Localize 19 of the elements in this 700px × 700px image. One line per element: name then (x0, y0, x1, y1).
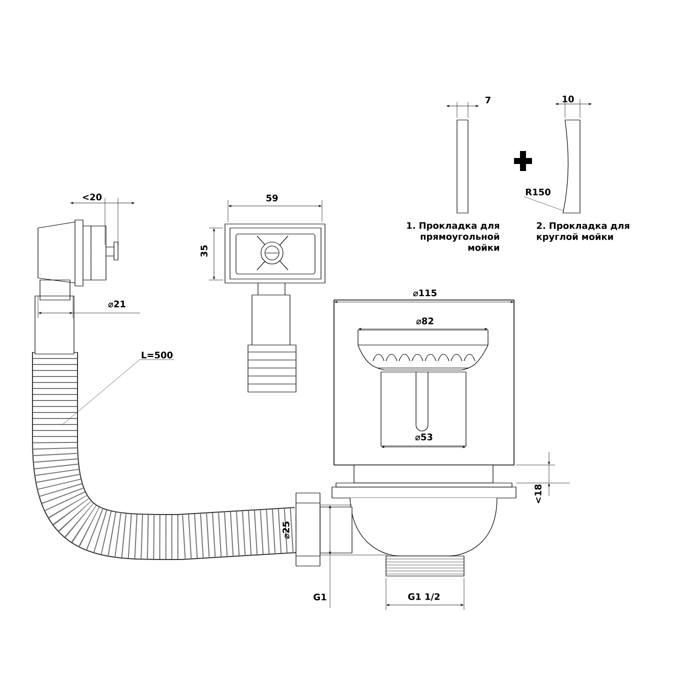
dimension-label: ⌀53 (415, 434, 432, 440)
dimension-label: G1 (314, 594, 326, 600)
dimension-label: 59 (266, 194, 278, 202)
dimension-label: 7 (485, 96, 490, 104)
gasket-caption: 2. Прокладка для круглой мойки (536, 222, 630, 242)
dimension-label: 35 (200, 245, 208, 257)
dimension-label: ⌀25 (282, 522, 290, 539)
dimension-label: ⌀82 (416, 318, 434, 324)
dimension-label: R150 (526, 188, 550, 196)
dimension-label: L=500 (142, 352, 173, 358)
dimension-label: <20 (82, 194, 102, 200)
leader-line (524, 196, 564, 212)
dimension-label: 10 (562, 96, 574, 102)
dimension-label: G1 1/2 (408, 593, 440, 601)
leader-line (62, 359, 174, 426)
gasket-caption: 1. Прокладка для прямоугольной мойки (407, 222, 500, 251)
dimension-label: ⌀115 (413, 290, 436, 296)
dimension-label: ⌀21 (108, 300, 126, 308)
dimension-label: <18 (534, 484, 542, 504)
